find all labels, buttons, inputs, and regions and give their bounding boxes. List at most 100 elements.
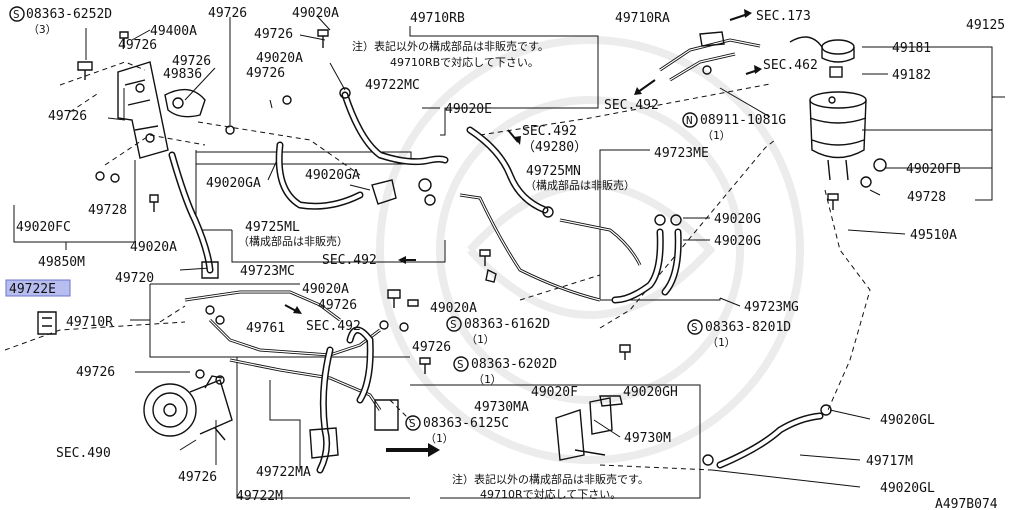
part-label[interactable]: 49726 [318,298,357,313]
bolt-qty: （1） [425,432,454,445]
part-label[interactable]: 49400A [150,24,197,39]
bolt-icon [77,29,839,374]
leader-lines [13,16,1005,499]
part-label[interactable]: 49710RA [615,11,670,26]
part-label[interactable]: 49726 [172,54,211,69]
part-label[interactable]: 49182 [892,68,931,83]
part-label[interactable]: 49020FB [906,162,961,177]
pump-pulley-part [143,375,233,441]
direction-arrows [284,9,762,457]
sec-reference[interactable]: SEC.492 [604,98,659,113]
pipe-49723ME [459,193,642,302]
bolt-part-label[interactable]: 08911-1081G [700,113,786,128]
part-label[interactable]: 49722MA [256,465,311,480]
bolt-qty: （1） [466,333,495,346]
pipe-49710R [184,290,382,411]
part-label[interactable]: 49125 [966,18,1005,33]
part-label[interactable]: 49726 [178,470,217,485]
dashed-assembly-lines [4,61,871,471]
part-label[interactable]: 49020A [430,301,477,316]
bolt-part-label[interactable]: 08363-8201D [705,320,791,335]
hose-49720 [168,151,219,279]
part-label[interactable]: 49020GL [880,481,935,496]
note-text: （構成部品は非販売） [238,234,348,248]
part-label[interactable]: 49723MC [240,264,295,279]
note-text: 注）表記以外の構成部品は非販売です。 [352,39,549,53]
part-label[interactable]: 49726 [246,66,285,81]
part-label[interactable]: 49020GA [305,168,360,183]
part-label[interactable]: 49722MC [365,78,420,93]
part-label[interactable]: 49726 [118,38,157,53]
part-label[interactable]: 49728 [907,190,946,205]
bolt-part-label[interactable]: 08363-6125C [423,416,509,431]
part-label[interactable]: 49720 [115,271,154,286]
sec-reference[interactable]: SEC.173 [756,9,811,24]
part-label[interactable]: 49020F [531,385,578,400]
part-label[interactable]: 49020A [256,51,303,66]
bolt-labels: S 08363-6252D （3） N 08911-1081G （1） S 08… [9,6,791,445]
part-label[interactable]: 49728 [88,203,127,218]
part-label[interactable]: 49710RB [410,11,465,26]
pipe-49710RA [659,31,761,82]
sec-reference[interactable]: SEC.492 [322,253,377,268]
part-label[interactable]: 49730M [624,431,671,446]
part-label[interactable]: 49725MN [526,164,581,179]
part-label[interactable]: 49726 [208,6,247,21]
bracket-49722E [37,311,57,335]
part-label[interactable]: 49020GH [623,385,678,400]
note-text: 49710RBで対応して下さい。 [390,55,539,69]
hose-49725ML [275,141,397,210]
part-label[interactable]: 49726 [412,340,451,355]
sec-reference[interactable]: SEC.462 [763,58,818,73]
part-label[interactable]: 49723ME [654,146,709,161]
highlight-box [5,279,71,297]
clamp-icon [95,95,887,466]
sec-reference[interactable]: SEC.492 [306,319,361,334]
part-label[interactable]: 49722M [236,489,283,504]
part-label[interactable]: 49725ML [245,220,300,235]
part-label[interactable]: 49850M [38,255,85,270]
bolt-part-label[interactable]: 08363-6202D [471,357,557,372]
watermark-emblem [376,36,804,464]
part-label[interactable]: 49020A [302,282,349,297]
part-label[interactable]: 49726 [76,365,115,380]
part-label[interactable]: 49020A [292,6,339,21]
hose-49725MN [466,126,549,214]
circle-s-icon: S [13,8,20,21]
part-label[interactable]: 49761 [246,321,285,336]
sec-reference[interactable]: SEC.490 [56,446,111,461]
part-label[interactable]: 49726 [48,109,87,124]
bolt-qty: （1） [707,336,736,349]
part-label[interactable]: 49020G [714,234,761,249]
part-label[interactable]: 49181 [892,41,931,56]
section-references: SEC.173 SEC.462 SEC.492 SEC.492 （49280） … [56,9,818,461]
note-text: 49710Rで対応して下さい。 [480,487,621,501]
part-label[interactable]: 49723MG [744,300,799,315]
hose-49723MG [611,228,682,304]
part-label[interactable]: 49717M [866,454,913,469]
hose-49722MA [309,326,399,474]
part-label[interactable]: 49020G [714,212,761,227]
circle-s-icon: S [450,318,457,331]
bolt-part-label[interactable]: 08363-6162D [464,317,550,332]
part-label[interactable]: 49730MA [474,400,529,415]
sec-reference[interactable]: SEC.492 [522,124,577,139]
part-label[interactable]: 49020GA [206,176,261,191]
part-label[interactable]: 49710R [66,315,113,330]
bolt-qty: （1） [473,373,502,386]
part-label-49722E[interactable]: 49722E [9,282,56,297]
pump-bracket-part [117,61,169,159]
bolt-part-label[interactable]: 08363-6252D [26,7,112,22]
part-label[interactable]: 49020E [445,102,492,117]
hose-49717M [716,412,824,469]
part-label[interactable]: 49726 [254,27,293,42]
part-label[interactable]: 49020FC [16,220,71,235]
hose-49722MC [339,87,449,166]
circle-s-icon: S [409,417,416,430]
part-label[interactable]: 49020A [130,240,177,255]
part-label[interactable]: 49510A [910,228,957,243]
part-label[interactable]: 49836 [163,67,202,82]
part-label[interactable]: 49020GL [880,413,935,428]
